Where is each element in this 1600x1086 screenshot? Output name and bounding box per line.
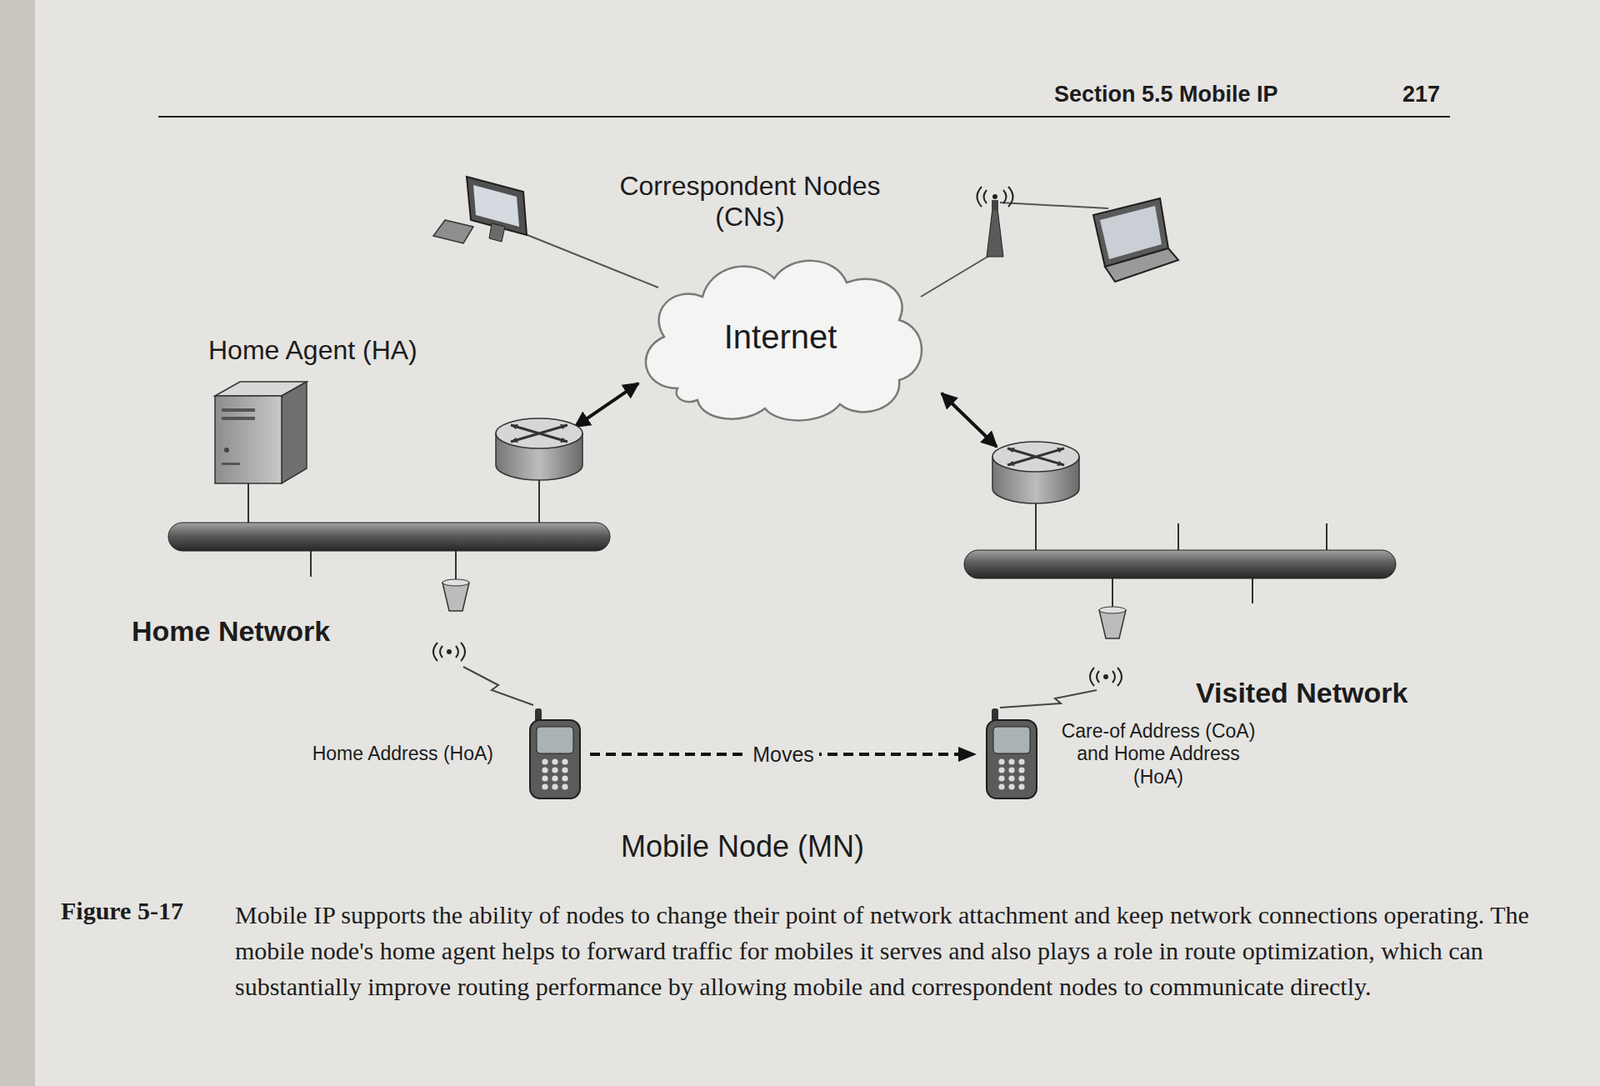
internet-cloud: Internet [627, 245, 934, 429]
network-label: Home Network [131, 615, 330, 648]
tap-line [1177, 523, 1180, 551]
address-label: Care-of Address (CoA) and Home Address (… [1050, 720, 1267, 790]
link-line [523, 233, 659, 288]
laptop-icon [1093, 198, 1179, 282]
tap-line [310, 550, 312, 577]
arrowhead [958, 746, 977, 762]
access-point-icon [1099, 578, 1126, 639]
tap-line [1251, 577, 1254, 604]
wireless-symbol [433, 642, 465, 661]
radio-link [463, 666, 534, 705]
network-label: Visited Network [1195, 676, 1408, 710]
component-label: Home Agent (HA) [208, 335, 418, 366]
link-line [1000, 202, 1109, 209]
router-icon [992, 441, 1080, 504]
facing-page-edge [0, 0, 35, 1086]
address-label: Home Address (HoA) [312, 742, 494, 766]
router-link-arrow [575, 383, 639, 427]
mobile-node: Home Address (HoA) [312, 708, 584, 800]
link-line [920, 254, 992, 297]
radio-link [1000, 690, 1097, 708]
address-text: Home Address (HoA) [312, 742, 494, 766]
edge-label: Moves [747, 742, 820, 767]
mobile-phone-icon [983, 708, 1040, 800]
access-point-icon [442, 550, 470, 611]
mobile-phone-icon [526, 708, 584, 800]
desktop-computer-icon [433, 176, 527, 244]
server-icon [215, 381, 307, 524]
wireless-symbol [1090, 667, 1122, 686]
router-link-arrow [941, 393, 997, 447]
header-rule [158, 115, 1450, 118]
cloud-label: Internet [724, 316, 838, 357]
running-header: Section 5.5 Mobile IP [1054, 81, 1279, 108]
page-number: 217 [1402, 81, 1440, 108]
group-label: Correspondent Nodes (CNs) [600, 170, 900, 233]
antenna-tower-icon [977, 186, 1014, 257]
figure-number: Figure 5-17 [60, 896, 184, 926]
address-text: Care-of Address (CoA) and Home Address (… [1050, 720, 1267, 790]
tap-line [1325, 523, 1328, 551]
home-network-bus [168, 522, 610, 551]
visited-network-bus [964, 550, 1396, 579]
mobile-node: Care-of Address (CoA) and Home Address (… [983, 708, 1267, 800]
router-icon [495, 418, 583, 480]
figure-caption: Mobile IP supports the ability of nodes … [235, 896, 1552, 1005]
component-label: Mobile Node (MN) [620, 829, 865, 864]
